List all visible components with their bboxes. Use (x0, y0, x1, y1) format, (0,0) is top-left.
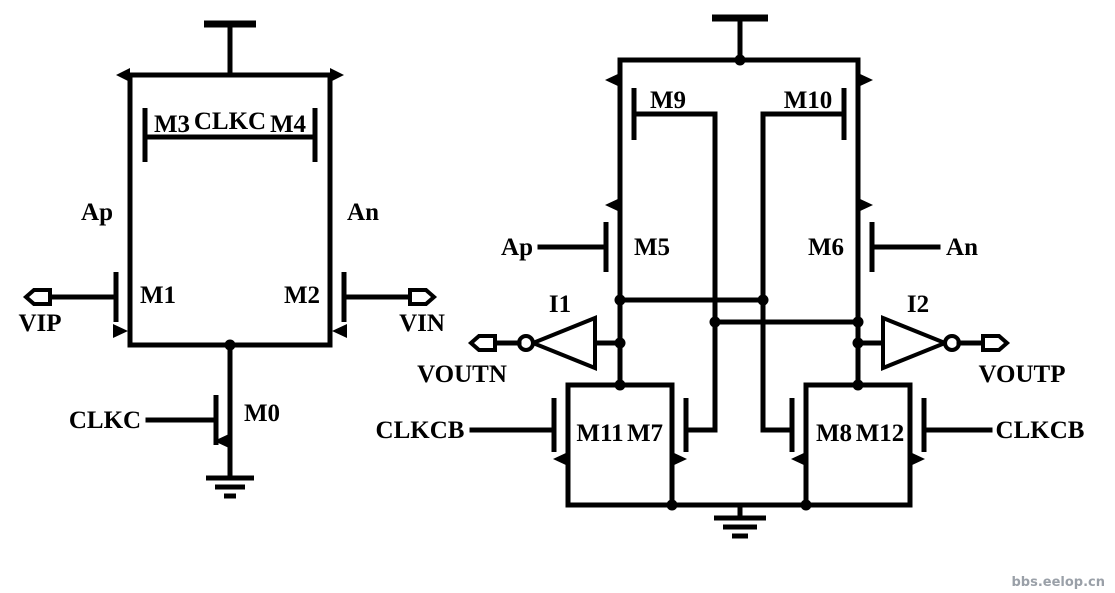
m8-label: M8 (816, 420, 852, 447)
transistor-m0: M0 CLKC (69, 395, 280, 448)
transistor-m1: M1 (47, 272, 176, 338)
m2-label: M2 (284, 282, 320, 309)
transistor-m4: M4 (270, 68, 344, 162)
m3-label: M3 (154, 111, 190, 138)
junction-dot (614, 337, 626, 349)
voutn-label: VOUTN (417, 361, 507, 388)
m10-label: M10 (784, 87, 833, 114)
junction-dot (614, 379, 626, 391)
m11-source-arrow-icon (553, 452, 568, 466)
voutn-port-icon (467, 334, 497, 352)
junction-dot (709, 316, 721, 328)
ground-symbol-right (714, 502, 766, 539)
net-ap-label-left: Ap (81, 199, 113, 226)
junction-dot (800, 499, 812, 511)
clkc-top-label: CLKC (194, 108, 266, 135)
port-voutn: VOUTN (417, 334, 507, 388)
junction-dot (614, 294, 626, 306)
m3-source-arrow-icon (116, 68, 130, 82)
m8-source-arrow-icon (791, 452, 806, 466)
junction-dot (757, 294, 769, 306)
transistor-m11: M11 CLKCB (376, 398, 624, 466)
clkc-top-net: CLKC (142, 108, 318, 140)
transistor-m3: M3 (116, 68, 190, 162)
inverter-i2: I2 (855, 291, 986, 371)
m7-source-arrow-icon (672, 452, 687, 466)
m6-label: M6 (808, 234, 844, 261)
left-circuit: M3 M4 CLKC Ap An M1 M2 (18, 20, 445, 499)
vdd-symbol-right (712, 14, 768, 63)
transistor-m6: M6 An (808, 198, 978, 272)
transistor-m8: M8 (760, 398, 852, 466)
inverter-i1: I1 (492, 291, 623, 371)
ground-bars-right (714, 515, 766, 539)
ground-bars-left (206, 475, 254, 499)
junction-dot-tail (224, 339, 236, 351)
i2-triangle-icon (881, 315, 951, 371)
m6-source-arrow-icon (858, 198, 873, 212)
transistor-m10: M10 (760, 73, 873, 140)
clkc-tail-label: CLKC (69, 407, 141, 434)
transistor-m12: M12 CLKCB (856, 398, 1085, 466)
m9-source-arrow-icon (605, 73, 620, 87)
port-vip: VIP (18, 288, 62, 337)
vin-port-icon (408, 288, 438, 306)
voutp-port-icon (981, 334, 1011, 352)
left-circuit-wires (127, 72, 333, 455)
m2-source-arrow-icon (332, 324, 347, 338)
port-voutp: VOUTP (979, 334, 1066, 388)
transistor-m7: M7 (627, 398, 718, 466)
m4-source-arrow-icon (330, 68, 344, 82)
m7-label: M7 (627, 420, 663, 447)
m9-label: M9 (650, 87, 686, 114)
transistor-m5: M5 Ap (501, 198, 670, 272)
vip-port-icon (22, 288, 52, 306)
i1-label: I1 (549, 291, 571, 318)
m0-source-arrow-icon (214, 434, 229, 448)
junction-dot (852, 316, 864, 328)
net-ap-label-right: Ap (501, 234, 533, 261)
m12-label: M12 (856, 420, 905, 447)
port-vin: VIN (399, 288, 445, 337)
junction-dots-right (614, 54, 864, 511)
transistor-m2: M2 (284, 272, 413, 338)
net-an-label-left: An (347, 199, 379, 226)
clkcb-right-label: CLKCB (996, 417, 1085, 444)
junction-dot (734, 54, 746, 66)
m0-label: M0 (244, 400, 280, 427)
m1-source-arrow-icon (113, 324, 128, 338)
junction-dot (852, 337, 864, 349)
transistor-m9: M9 (605, 73, 718, 140)
m11-label: M11 (576, 420, 623, 447)
clkcb-left-label: CLKCB (376, 417, 465, 444)
m1-label: M1 (140, 282, 176, 309)
ground-symbol-left (206, 449, 254, 499)
vdd-symbol-left (204, 20, 256, 78)
vin-label: VIN (399, 310, 445, 337)
m12-source-arrow-icon (910, 452, 925, 466)
i1-triangle-icon (527, 315, 597, 371)
m5-source-arrow-icon (605, 198, 620, 212)
voutp-label: VOUTP (979, 361, 1066, 388)
watermark-text: bbs.eelop.cn (1011, 575, 1105, 590)
vip-label: VIP (18, 310, 61, 337)
junction-dot (666, 499, 678, 511)
i2-label: I2 (907, 291, 929, 318)
m4-label: M4 (270, 111, 307, 138)
right-circuit: M9 M10 M5 Ap M6 An (376, 14, 1085, 539)
net-an-label-right: An (946, 234, 978, 261)
junction-dot (852, 379, 864, 391)
m5-label: M5 (634, 234, 670, 261)
m10-source-arrow-icon (858, 73, 873, 87)
